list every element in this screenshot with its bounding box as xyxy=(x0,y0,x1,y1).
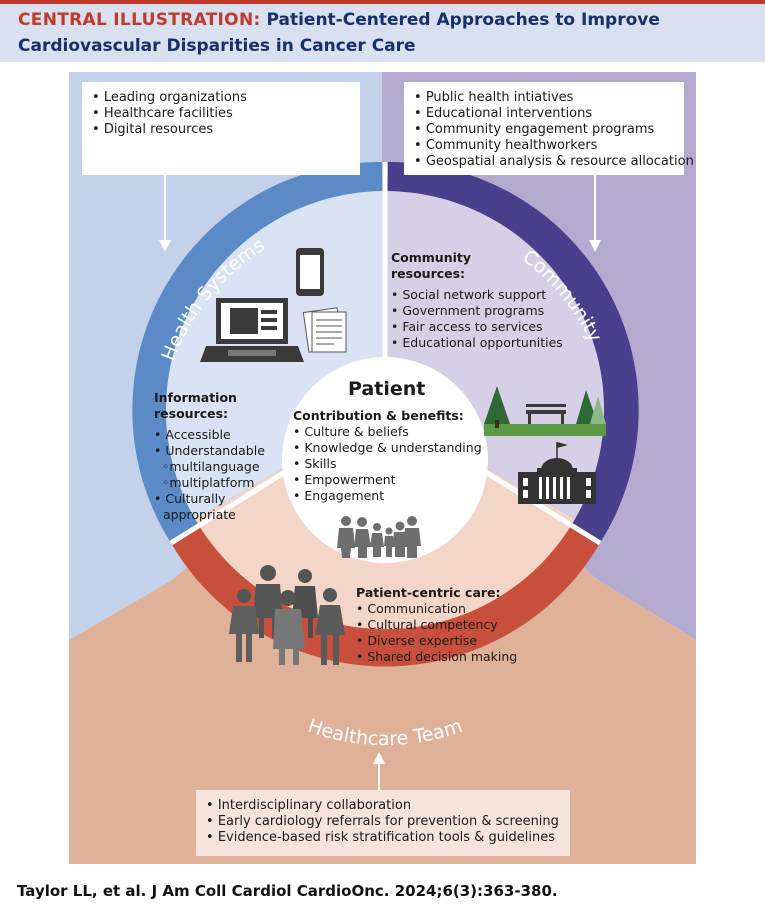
title-part1: Patient-Centered Approaches to Improve xyxy=(266,10,660,30)
community-outer-list: Public health intiatives Educational int… xyxy=(414,90,694,170)
list-item: Healthcare facilities xyxy=(92,106,350,122)
list-item: Public health intiatives xyxy=(414,90,674,106)
information-resources-heading-2: resources: xyxy=(154,406,229,421)
list-item: Leading organizations xyxy=(92,90,350,106)
community-resources-list: Social network support Government progra… xyxy=(391,287,563,351)
patient-title: Patient xyxy=(348,378,426,400)
patient-centric-care-list: Communication Cultural competency Divers… xyxy=(356,601,517,665)
list-item-continuation: appropriate xyxy=(163,507,236,522)
list-item: Knowledge & understanding xyxy=(293,440,481,456)
health-systems-outer-list: Leading organizations Healthcare facilit… xyxy=(92,90,350,138)
information-resources-heading-1: Information xyxy=(154,390,237,405)
list-item: Geospatial analysis & resource allocatio… xyxy=(414,154,694,170)
list-item: Diverse expertise xyxy=(356,633,517,649)
patient-contribution-list: Culture & beliefs Knowledge & understand… xyxy=(293,424,482,504)
list-item: Community healthworkers xyxy=(414,138,674,154)
patient-group-icon xyxy=(337,516,421,558)
phone-icon xyxy=(296,248,324,296)
health-systems-box: Leading organizations Healthcare facilit… xyxy=(82,82,360,175)
healthcare-team-box: Interdisciplinary collaboration Early ca… xyxy=(196,790,570,856)
healthcare-team-arrow xyxy=(373,752,385,790)
header-banner: CENTRAL ILLUSTRATION: Patient-Centered A… xyxy=(0,0,765,62)
patient-centric-care-heading: Patient-centric care: xyxy=(356,585,501,600)
patient-contribution-heading: Contribution & benefits: xyxy=(293,408,464,423)
central-illustration-label: CENTRAL ILLUSTRATION: xyxy=(18,10,261,30)
list-item: Evidence-based risk stratification tools… xyxy=(206,830,560,846)
laptop-icon xyxy=(200,298,304,362)
list-item: Social network support xyxy=(391,287,563,303)
list-subitem: multilanguage xyxy=(154,459,265,475)
list-item: Communication xyxy=(356,601,517,617)
list-item: Community engagement programs xyxy=(414,122,674,138)
header-title-line2: Cardiovascular Disparities in Cancer Car… xyxy=(18,36,416,56)
government-building-icon xyxy=(518,442,596,504)
list-item: Empowerment xyxy=(293,472,482,488)
list-item: Culturally xyxy=(154,491,265,507)
header-title-line1: CENTRAL ILLUSTRATION: Patient-Centered A… xyxy=(18,10,660,30)
community-box: Public health intiatives Educational int… xyxy=(404,82,694,175)
documents-icon xyxy=(302,307,347,353)
list-item: Shared decision making xyxy=(356,649,517,665)
list-subitem: multiplatform xyxy=(154,475,265,491)
list-item: Digital resources xyxy=(92,122,350,138)
healthcare-team-icon xyxy=(229,565,345,665)
list-item: Culture & beliefs xyxy=(293,424,482,440)
healthcare-team-outer-list: Interdisciplinary collaboration Early ca… xyxy=(206,798,560,846)
list-item: Understandable xyxy=(154,443,265,459)
community-resources-heading-1: Community xyxy=(391,250,472,265)
health-systems-arrow xyxy=(159,175,171,252)
community-resources-heading-2: resources: xyxy=(391,266,466,281)
list-item: Fair access to services xyxy=(391,319,563,335)
patient-contribution: Contribution & benefits: Culture & belie… xyxy=(293,408,482,504)
list-item: Cultural competency xyxy=(356,617,517,633)
list-item: Educational opportunities xyxy=(391,335,562,351)
patient-centric-care: Patient-centric care: Communication Cult… xyxy=(356,585,517,665)
list-item: Accessible xyxy=(154,427,265,443)
community-arrow xyxy=(589,175,601,252)
list-item: Educational interventions xyxy=(414,106,674,122)
list-item: Skills xyxy=(293,456,482,472)
list-item: Early cardiology referrals for preventio… xyxy=(206,814,560,830)
information-resources: Information resources: Accessible Unders… xyxy=(154,390,265,523)
park-icon xyxy=(484,386,606,436)
list-item: Interdisciplinary collaboration xyxy=(206,798,560,814)
community-resources: Community resources: Social network supp… xyxy=(391,250,563,351)
citation: Taylor LL, et al. J Am Coll Cardiol Card… xyxy=(17,882,558,900)
list-item: Engagement xyxy=(293,488,482,504)
information-resources-list: Accessible Understandable multilanguage … xyxy=(154,427,265,507)
list-item: Government programs xyxy=(391,303,563,319)
